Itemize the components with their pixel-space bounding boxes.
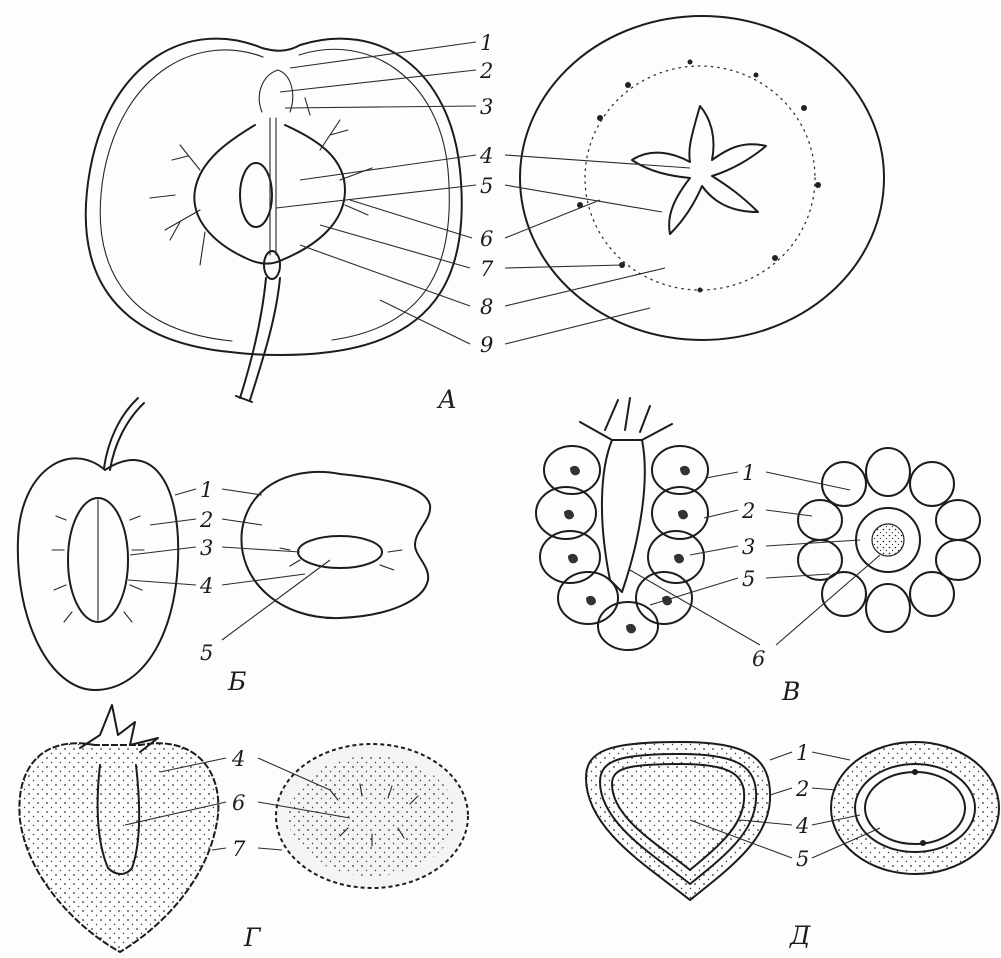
raspberry-label-1: 1 xyxy=(742,461,755,485)
seed-label-2: 2 xyxy=(795,777,809,801)
apple-label-2: 2 xyxy=(479,59,493,83)
raspberry-cross-section xyxy=(798,448,980,632)
apple-number-labels: 1 2 3 4 5 6 7 8 9 xyxy=(479,31,494,357)
panel-letter-raspberry: В xyxy=(781,677,800,706)
seed-longitudinal-section xyxy=(586,742,770,900)
apple-label-6: 6 xyxy=(480,227,493,251)
apple-label-3: 3 xyxy=(480,95,493,119)
raspberry-label-2: 2 xyxy=(741,499,755,523)
panel-letter-seed: Д xyxy=(789,921,811,950)
cherry-label-3: 3 xyxy=(200,536,213,560)
cherry-longitudinal-section xyxy=(18,398,178,690)
seed-label-1: 1 xyxy=(796,741,809,765)
apple-label-9: 9 xyxy=(480,333,493,357)
raspberry-longitudinal-section xyxy=(536,398,708,650)
apple-label-7: 7 xyxy=(480,257,494,281)
vascular-bundle-dots xyxy=(577,60,821,293)
seed-number-labels: 1 2 4 5 xyxy=(795,741,809,871)
apple-label-5: 5 xyxy=(480,174,493,198)
apple-label-1: 1 xyxy=(480,31,493,55)
cherry-label-5: 5 xyxy=(200,641,213,665)
raspberry-number-labels: 1 2 3 5 6 xyxy=(741,461,765,671)
apple-longitudinal-section xyxy=(86,39,462,402)
cherry-number-labels: 1 2 3 4 5 xyxy=(199,478,213,665)
raspberry-drupelets xyxy=(536,446,708,650)
raspberry-label-5: 5 xyxy=(742,567,755,591)
strawberry-label-6: 6 xyxy=(232,791,245,815)
strawberry-longitudinal-section xyxy=(19,705,218,952)
cherry-cross-section xyxy=(241,472,430,618)
seed-label-5: 5 xyxy=(796,847,809,871)
cherry-label-2: 2 xyxy=(199,508,213,532)
panel-letter-strawberry: Г xyxy=(243,923,262,952)
strawberry-number-labels: 4 6 7 xyxy=(231,747,246,861)
apple-cross-section xyxy=(520,16,884,340)
cherry-label-1: 1 xyxy=(200,478,213,502)
strawberry-cross-section xyxy=(276,744,468,888)
seed-cross-section xyxy=(831,742,999,874)
cherry-leader-lines xyxy=(128,489,330,640)
panel-letter-cherry: Б xyxy=(227,667,246,696)
strawberry-label-4: 4 xyxy=(231,747,245,771)
apple-label-8: 8 xyxy=(480,295,493,319)
raspberry-label-6: 6 xyxy=(752,647,765,671)
seed-label-4: 4 xyxy=(795,814,809,838)
apple-label-4: 4 xyxy=(479,144,493,168)
panel-letter-apple: А xyxy=(436,385,457,414)
raspberry-label-3: 3 xyxy=(742,535,755,559)
cherry-label-4: 4 xyxy=(199,574,213,598)
strawberry-label-7: 7 xyxy=(232,837,246,861)
